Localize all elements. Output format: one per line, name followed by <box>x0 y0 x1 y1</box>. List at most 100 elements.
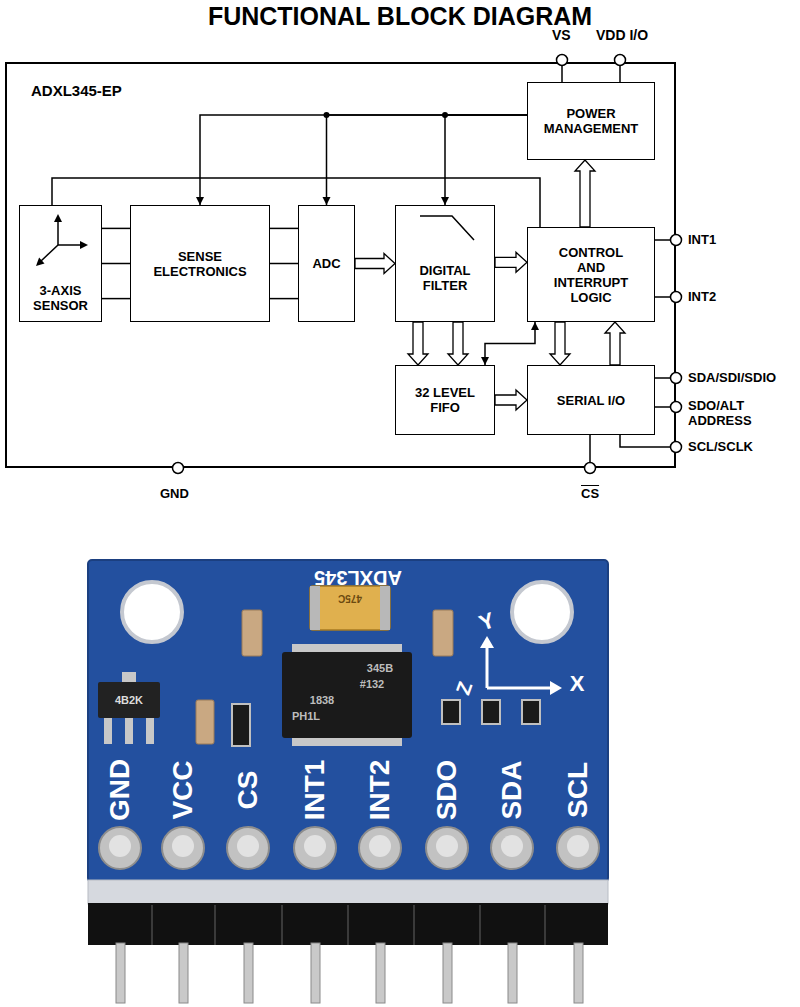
regulator-leg <box>104 716 112 744</box>
pin-name: VS <box>552 28 571 43</box>
chip-outline: ADXL345-EP 3-AXIS SENSOR SENSE ELECTRONICS… <box>5 62 676 468</box>
solder-pad <box>557 827 599 869</box>
smd-resistor <box>522 700 540 724</box>
header-divider <box>413 905 415 945</box>
solder-pad <box>491 827 533 869</box>
chip-marking: 345B <box>367 663 393 674</box>
serial-block: SERIAL I/O <box>527 365 655 435</box>
diagram-title: FUNCTIONAL BLOCK DIAGRAM <box>0 2 800 31</box>
solder-joint <box>501 835 523 857</box>
pin-silkscreen: SDA <box>498 760 526 819</box>
regulator-marking: 4B2K <box>115 695 143 706</box>
mounting-hole <box>122 582 182 642</box>
axis-arrow <box>486 644 489 688</box>
solder-pad <box>162 827 204 869</box>
pin-header <box>88 903 608 945</box>
tantalum-capacitor <box>310 586 390 630</box>
capacitor-terminal <box>310 586 320 630</box>
pin-silkscreen: INT1 <box>301 760 329 821</box>
pin-name: GND <box>160 486 189 501</box>
block-label: CONTROL AND INTERRUPT LOGIC <box>550 245 632 305</box>
mounting-hole <box>512 582 572 642</box>
chip-marking: PH1L <box>292 711 320 722</box>
axis-arrow <box>487 687 552 690</box>
process-block: SENSE ELECTRONICS <box>130 205 270 322</box>
pin-name: SCL/SCLK <box>688 439 753 454</box>
axis-label: Y <box>476 609 497 635</box>
solder-joint <box>436 835 458 857</box>
header-pin <box>116 943 125 1003</box>
smd-capacitor <box>196 700 214 744</box>
filter-block: DIGITAL FILTER <box>395 205 495 322</box>
header-pin <box>574 943 583 1003</box>
pin-name: SDO/ALT ADDRESS <box>688 398 783 428</box>
smd-resistor <box>442 700 460 724</box>
block-label: SERIAL I/O <box>557 393 625 408</box>
header-divider <box>544 905 546 945</box>
pin-silkscreen: INT2 <box>366 760 394 821</box>
accelerometer-chip <box>282 652 412 738</box>
axis-arrowhead <box>550 681 562 695</box>
header-pin <box>311 943 320 1003</box>
solder-pad <box>227 827 269 869</box>
smd-resistor <box>232 704 250 746</box>
regulator-leg <box>125 716 133 744</box>
regulator-leg <box>122 672 136 684</box>
block-label: 32 LEVEL FIFO <box>410 385 480 415</box>
solder-joint <box>109 835 131 857</box>
header-divider <box>151 905 153 945</box>
smd-capacitor <box>433 610 453 656</box>
fifo-block: 32 LEVEL FIFO <box>395 365 495 435</box>
header-pin <box>508 943 517 1003</box>
header-dividers <box>152 905 545 945</box>
pin-silkscreen: SCL <box>564 762 592 818</box>
solder-pad <box>426 827 468 869</box>
pcb-board <box>88 560 608 882</box>
pin-silkscreen: SDO <box>433 760 461 821</box>
part-name: ADXL345-EP <box>31 82 122 99</box>
solder-pads <box>99 827 599 869</box>
pin-name: INT2 <box>688 289 716 304</box>
sensor-block: 3-AXIS SENSOR <box>19 205 102 322</box>
smd-capacitor <box>242 610 262 656</box>
axis-label: Z <box>453 679 476 697</box>
regulator-leg <box>146 716 154 744</box>
axis-arrowhead <box>480 636 494 648</box>
solder-pad <box>294 827 336 869</box>
pin-name: CS <box>581 486 599 501</box>
smd-resistor <box>482 700 500 724</box>
pin-silkscreen: VCC <box>169 760 197 819</box>
header-divider <box>347 905 349 945</box>
solder-pad <box>99 827 141 869</box>
block-label: POWER MANAGEMENT <box>541 106 641 136</box>
solder-joint <box>172 835 194 857</box>
board-name: ADXL345 <box>314 568 402 588</box>
header-pins <box>116 943 583 1003</box>
chip-leads <box>292 734 402 746</box>
block-label: 3-AXIS SENSOR <box>30 283 92 313</box>
solder-joint <box>567 835 589 857</box>
axis-label: X <box>570 673 585 695</box>
header-pin <box>179 943 188 1003</box>
header-divider <box>281 905 283 945</box>
pin-name: VDD I/O <box>596 28 648 43</box>
header-pin <box>244 943 253 1003</box>
solder-pad <box>359 827 401 869</box>
block-label: ADC <box>312 256 340 271</box>
adc-block: ADC <box>298 205 355 322</box>
pin-silkscreen: GND <box>106 759 134 821</box>
solder-joint <box>237 835 259 857</box>
pin-name: INT1 <box>688 232 716 247</box>
block-label: SENSE ELECTRONICS <box>145 249 255 279</box>
header-pin <box>443 943 452 1003</box>
capacitor-terminal <box>380 586 390 630</box>
solder-joint <box>369 835 391 857</box>
header-pin <box>376 943 385 1003</box>
solder-joint <box>304 835 326 857</box>
block-label: DIGITAL FILTER <box>410 263 480 293</box>
logic-block: CONTROL AND INTERRUPT LOGIC <box>527 227 655 322</box>
header-divider <box>479 905 481 945</box>
pin-silkscreen: CS <box>234 771 262 810</box>
power-block: POWER MANAGEMENT <box>527 82 655 160</box>
